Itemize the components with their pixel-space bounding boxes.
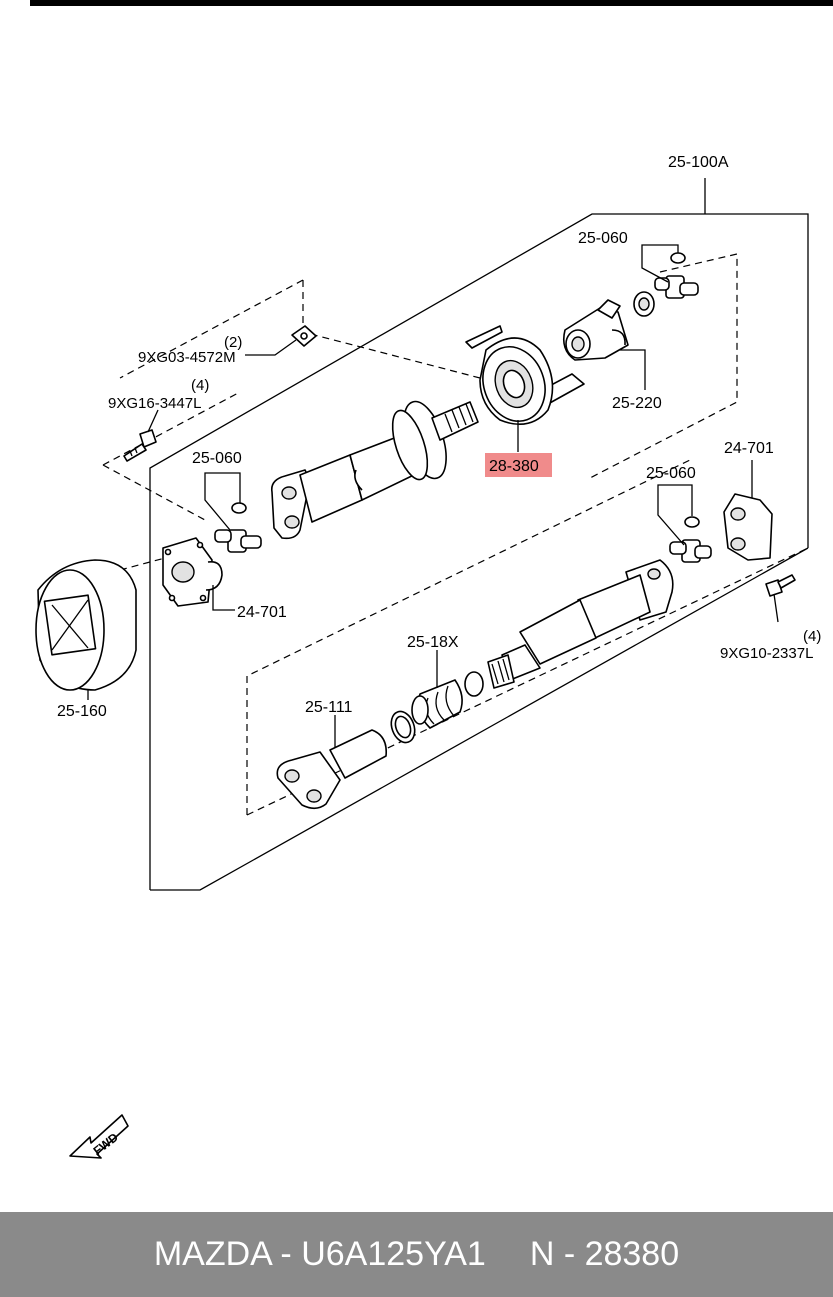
- label-joint-top-right: 25-060: [578, 230, 628, 247]
- bearing-label-highlight: [485, 453, 552, 477]
- label-bolt-right: 9XG10-2337L: [720, 645, 813, 662]
- leader-joint-right-b: [675, 484, 693, 516]
- dash-front-left: [246, 459, 691, 815]
- bolt-right: [765, 574, 796, 597]
- flange-left: [162, 537, 223, 607]
- snap-ring: [390, 710, 416, 744]
- joint-top-right: [654, 252, 699, 299]
- label-nut: 9XG03-4572M: [138, 349, 236, 366]
- joint-left: [214, 502, 262, 553]
- dash-rear-right: [589, 253, 738, 479]
- label-bolt-right-qty: (4): [803, 628, 821, 645]
- nut: [291, 325, 317, 347]
- leader-nut: [245, 339, 297, 356]
- label-bolt-left: 9XG16-3447L: [108, 395, 201, 412]
- boot: [411, 671, 484, 729]
- flange-right: [723, 493, 773, 561]
- top-border: [30, 0, 833, 6]
- assembly-frame-bottom: [150, 547, 809, 891]
- dash-rear-lower2: [102, 391, 241, 466]
- tool-adapter: [35, 559, 137, 691]
- dash-rear-lower: [102, 464, 206, 521]
- front-shaft-rear: [487, 559, 674, 689]
- rear-shaft: [270, 400, 479, 540]
- leader-yoke: [620, 349, 646, 390]
- dash-tool: [119, 557, 166, 571]
- bolt-left: [123, 429, 157, 462]
- footer-brand-part: MAZDA - U6A125YA1: [153, 1235, 486, 1273]
- leader-bolt-right: [773, 593, 779, 623]
- seal: [633, 291, 655, 317]
- label-tool: 25-160: [57, 703, 107, 720]
- leader-flange-left: [212, 585, 235, 611]
- leader-bolt-left: [147, 409, 159, 433]
- leader-joint-top-a: [641, 244, 669, 283]
- label-front-shaft: 25-111: [305, 699, 353, 716]
- label-flange-right: 24-701: [724, 440, 774, 457]
- yoke: [562, 299, 629, 361]
- center-bearing: [465, 325, 585, 426]
- dash-front-bottom: [246, 547, 809, 816]
- label-joint-left: 25-060: [192, 450, 242, 467]
- leader-joint-top-b: [660, 244, 679, 253]
- label-bolt-left-qty: (4): [191, 377, 209, 394]
- front-shaft-front: [276, 729, 388, 810]
- assembly-frame-top: [149, 213, 809, 890]
- label-assembly: 25-100A: [668, 154, 729, 171]
- fwd-arrow-icon: FWD: [69, 1114, 129, 1159]
- label-boot: 25-18X: [407, 634, 459, 651]
- footer-bar: MAZDA - U6A125YA1 N - 28380: [0, 1212, 833, 1297]
- dash-rear-left: [119, 279, 304, 379]
- label-flange-left: 24-701: [237, 604, 287, 621]
- leader-joint-right-a: [657, 484, 685, 546]
- leader-joint-left-b: [222, 472, 241, 503]
- label-joint-right: 25-060: [646, 465, 696, 482]
- footer-ref: N - 28380: [529, 1235, 680, 1273]
- joint-right: [669, 516, 712, 563]
- label-bearing: 28-380: [489, 458, 539, 475]
- label-nut-qty: (2): [224, 334, 242, 351]
- label-yoke: 25-220: [612, 395, 662, 412]
- leader-joint-left-a: [204, 472, 231, 531]
